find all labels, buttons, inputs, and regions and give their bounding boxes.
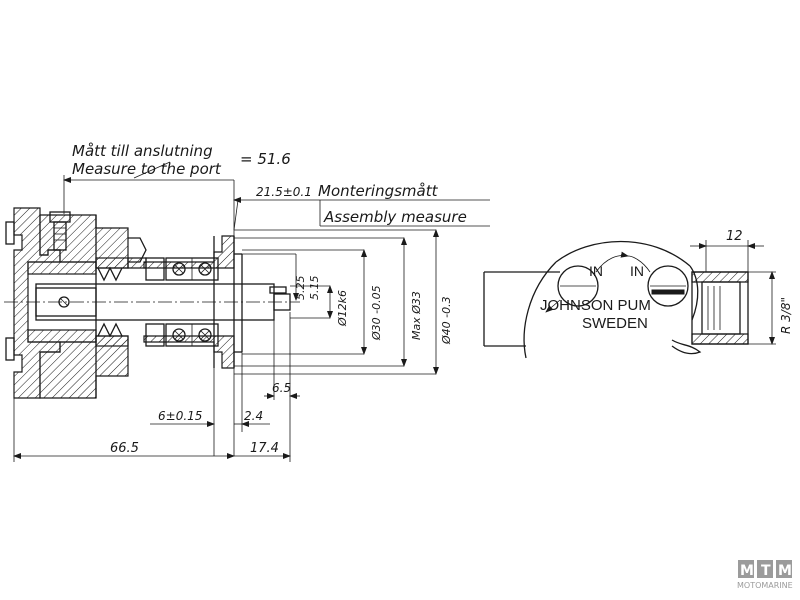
note-value: = 51.6: [240, 150, 291, 168]
dimensions-right: [690, 240, 776, 345]
pump-cross-section: [4, 207, 300, 399]
shaft-pin: [58, 296, 70, 308]
port-label-right: IN: [630, 263, 644, 279]
dim-17-4: 17.4: [250, 441, 279, 456]
lip-seal-upper: [97, 266, 123, 282]
note-english: Measure to the port: [72, 160, 222, 178]
body-curve-left: [523, 261, 557, 359]
dim-12: 12: [726, 229, 743, 244]
assembly-label-swedish: Monteringsmått: [318, 182, 439, 200]
ball-bearing-top: [165, 257, 219, 281]
dim-66-5: 66.5: [110, 441, 139, 456]
dim-5-25: 5.25: [294, 276, 307, 301]
dim-6-5: 6.5: [272, 381, 291, 395]
shaft-key: [269, 286, 287, 294]
body-arc-top: [555, 240, 691, 267]
dim-5-15: 5.15: [308, 276, 321, 301]
pump-port-view: [483, 240, 749, 359]
dimensions-left: [13, 161, 490, 462]
port-slot: [651, 289, 685, 295]
seal-ring-top: [95, 257, 129, 269]
logo-letter-3: M: [778, 563, 792, 579]
port-label-left: IN: [589, 263, 603, 279]
port-in-left: [557, 265, 599, 307]
motomarine-logo: M T M MOTOMARINE: [737, 560, 793, 590]
dim-dia-30: Ø30 -0.05: [370, 285, 383, 341]
logo-caption: MOTOMARINE: [737, 581, 793, 590]
break-line: [671, 339, 702, 355]
brand-country: SWEDEN: [582, 315, 648, 332]
screw-shank: [53, 221, 67, 251]
bearing-housing-bottom: [143, 335, 235, 369]
note-swedish: Mått till anslutning: [72, 142, 213, 160]
seal-upper: [27, 261, 97, 275]
shaft-inner-left: [35, 287, 97, 317]
body-curve-right: [689, 265, 699, 321]
cover-lip-top: [5, 221, 15, 245]
dim-2-4: 2.4: [244, 409, 263, 423]
port-in-right: [647, 265, 689, 307]
bearing-housing-top: [143, 235, 235, 269]
dim-dia-40: Ø40 -0.3: [440, 296, 453, 345]
dim-max-dia-33: Max Ø33: [410, 291, 423, 340]
assembly-dimension: 21.5±0.1: [256, 185, 312, 199]
thread-size: R 3/8": [779, 297, 793, 334]
ball-bearing-bottom: [165, 323, 219, 347]
dim-6-tolerance: 6±0.15: [158, 409, 202, 423]
logo-letter-1: M: [740, 563, 754, 579]
logo-letter-2: T: [761, 563, 771, 579]
seal-ring-bottom: [95, 335, 129, 347]
seal-lower: [27, 329, 97, 343]
lip-seal-lower: [97, 322, 123, 338]
brand-name: JOHNSON PUM: [540, 297, 651, 314]
assembly-label-english: Assembly measure: [323, 208, 467, 226]
cover-lip-bottom: [5, 337, 15, 361]
shaft-end: [273, 293, 291, 311]
dim-dia-12k6: Ø12k6: [336, 290, 349, 327]
